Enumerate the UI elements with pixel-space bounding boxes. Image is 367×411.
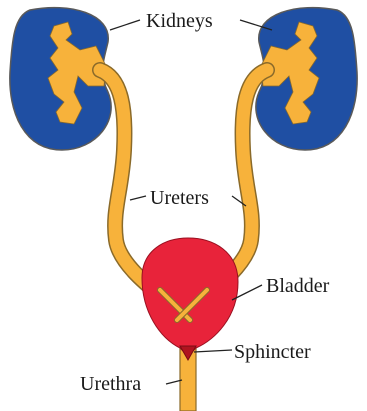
- ureters-leader-left: [130, 196, 146, 200]
- sphincter-label: Sphincter: [234, 341, 311, 363]
- urethra-label: Urethra: [80, 373, 141, 395]
- kidneys-leader-left: [110, 20, 140, 30]
- left-kidney: [10, 8, 111, 150]
- kidneys-label: Kidneys: [146, 10, 213, 32]
- sphincter-leader: [194, 350, 232, 352]
- bladder: [142, 238, 238, 356]
- right-kidney: [256, 8, 357, 150]
- ureters-label: Ureters: [150, 187, 209, 209]
- bladder-label: Bladder: [266, 275, 330, 297]
